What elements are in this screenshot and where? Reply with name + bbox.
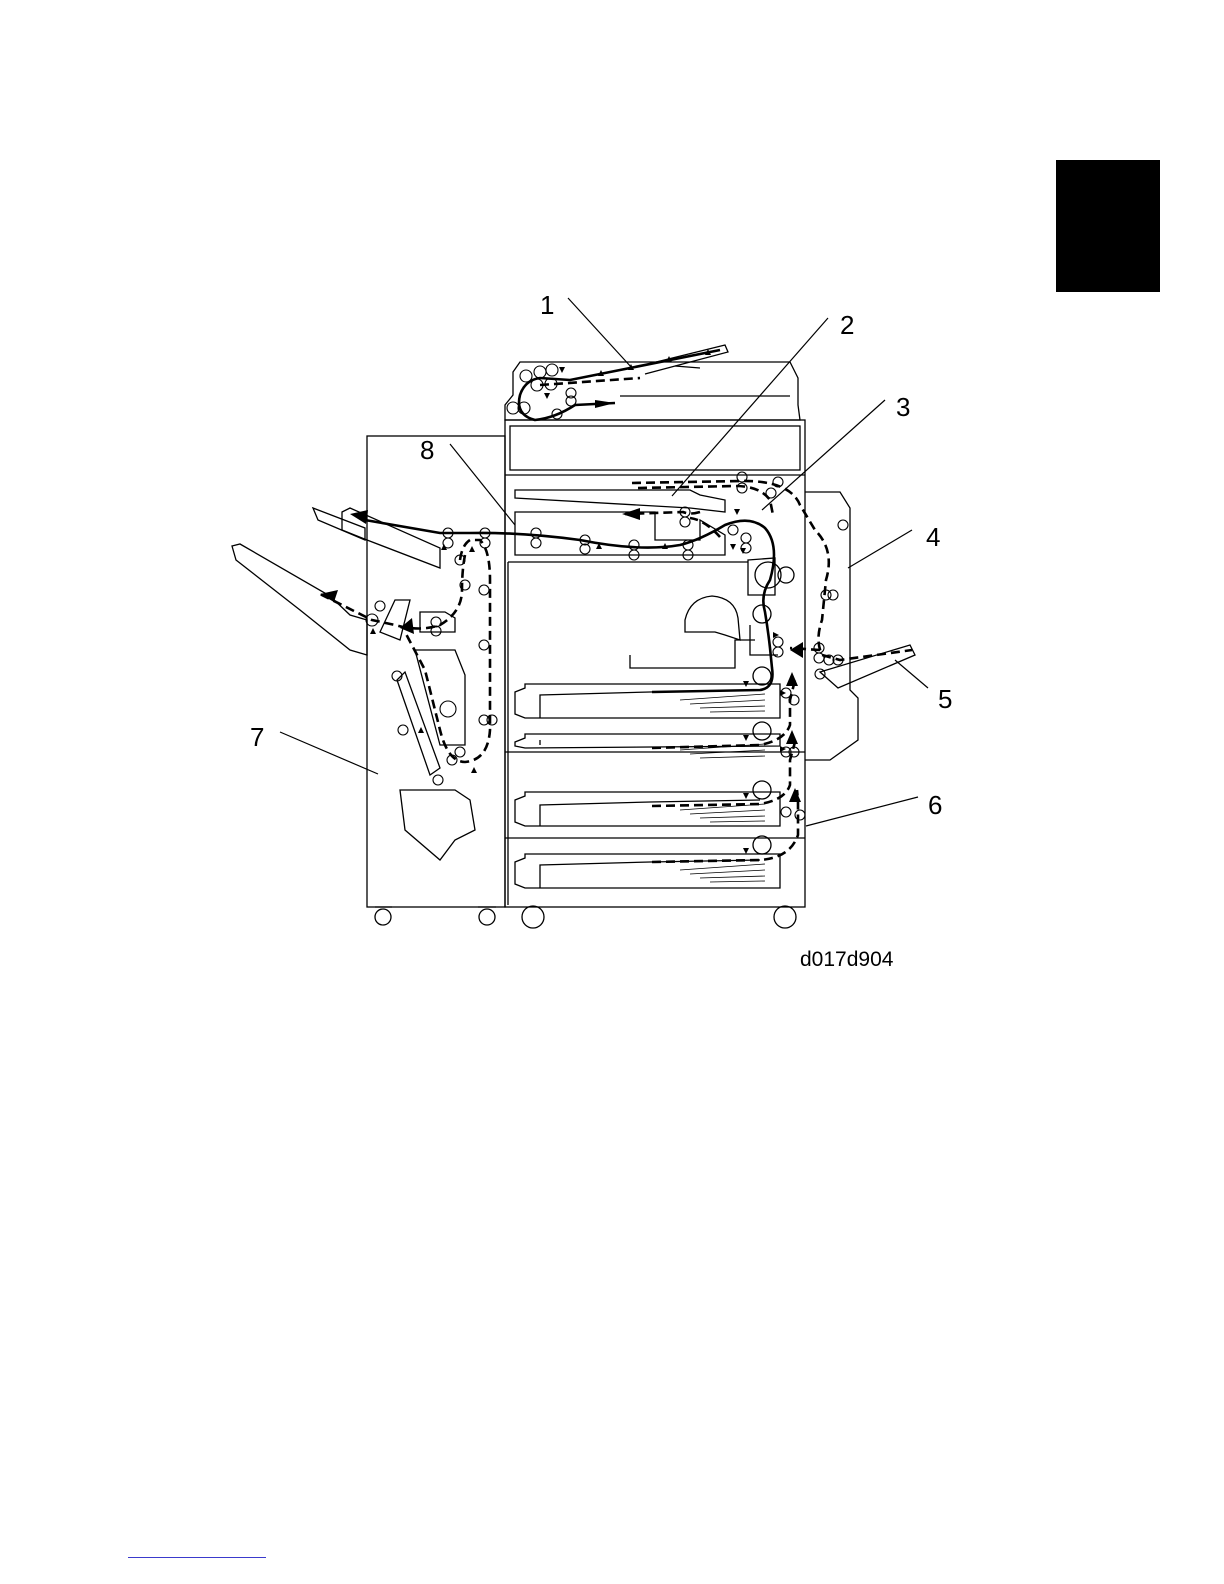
callout-7: 7: [250, 722, 264, 752]
paper-path-solid: [365, 520, 774, 692]
figure-id: d017d904: [800, 948, 894, 971]
finisher-unit: [232, 436, 505, 907]
casters: [375, 906, 796, 928]
callout-2: 2: [840, 310, 854, 340]
callout-6: 6: [928, 790, 942, 820]
imaging-unit: [630, 558, 794, 854]
document-feeder: [505, 345, 800, 420]
main-machine-body: [505, 420, 805, 907]
callout-3: 3: [896, 392, 910, 422]
callout-8: 8: [420, 435, 434, 465]
duplex-bypass-unit: [805, 492, 915, 760]
adf-path-solid: [519, 350, 720, 420]
footer-rule: [128, 1557, 266, 1558]
callout-5: 5: [938, 684, 952, 714]
callout-1: 1: [540, 290, 554, 320]
callout-4: 4: [926, 522, 940, 552]
paper-trays: [505, 684, 805, 888]
path-arrows: [320, 349, 803, 854]
